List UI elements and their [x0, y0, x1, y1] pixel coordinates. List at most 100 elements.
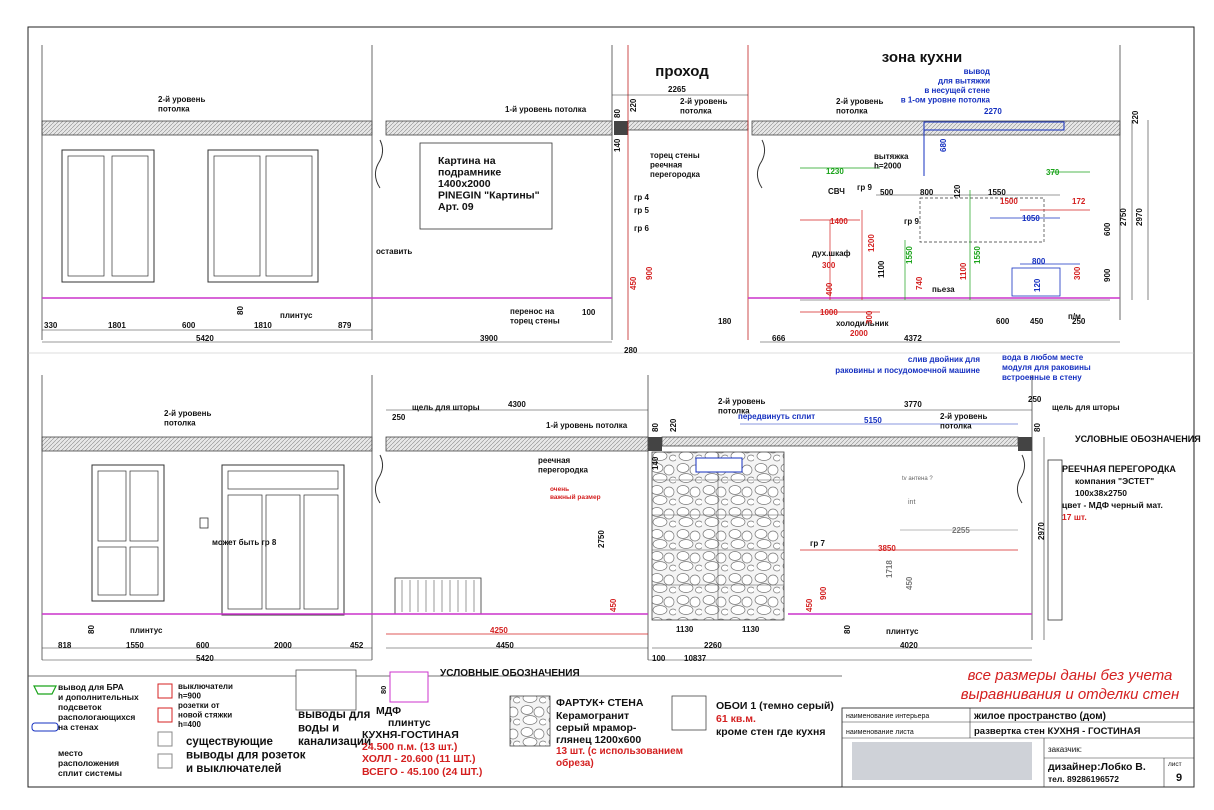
dimension-label: 80 [613, 109, 622, 118]
dimension-label: 1550 [905, 246, 914, 264]
label: гр 4 [634, 193, 649, 202]
label: ФАРТУК+ СТЕНА [556, 697, 644, 709]
dimension-label: 450 [805, 598, 814, 612]
dimension-label: 250 [1072, 317, 1086, 326]
dimension-label: 1810 [254, 321, 272, 330]
bra-icon [33, 685, 57, 695]
ceiling-band-4 [751, 120, 1121, 136]
dimension-label: 1500 [1000, 197, 1018, 206]
water-outlet-icon [295, 669, 357, 711]
dimension-label: 280 [624, 346, 638, 355]
title-block [841, 707, 1195, 788]
label: 1-й уровень потолка [546, 421, 628, 430]
bra-outlet-icon [199, 517, 209, 529]
mdf-plinth-swatch [389, 671, 429, 703]
dimension-label: 1130 [742, 625, 760, 634]
dimension-label: 1550 [126, 641, 144, 650]
sheet-frame [27, 26, 1195, 788]
dimension-label: 2970 [1135, 208, 1144, 226]
dimension-label: 180 [718, 317, 732, 326]
rack-partition-swatch [1047, 459, 1063, 621]
dimension-label: 80 [87, 625, 96, 634]
dimension-label: 3850 [878, 544, 896, 553]
label: ВСЕГО - 45.100 (24 ШТ.) [362, 766, 482, 778]
label: tv антена ? [902, 476, 933, 482]
label: 17 шт. [1062, 512, 1087, 522]
existing-switch-icon [157, 731, 173, 747]
dimension-label: 900 [819, 586, 828, 600]
dimension-label: 120 [1033, 278, 1042, 292]
dimension-label: 100 [582, 308, 596, 317]
label: 80 [379, 686, 388, 694]
dimension-label: 900 [645, 266, 654, 280]
ceiling-step [1018, 437, 1032, 451]
picture-frame [419, 142, 553, 230]
dimension-label: 4250 [490, 626, 508, 635]
label: гр 6 [634, 224, 649, 233]
split-unit [695, 457, 743, 473]
dimension-label: 120 [953, 184, 962, 198]
dimension-label: 4372 [904, 334, 922, 343]
label: 100х38х2750 [1075, 488, 1127, 498]
dimension-label: 818 [58, 641, 72, 650]
label: компания "ЭСТЕТ" [1075, 476, 1154, 486]
label: МДФ [376, 705, 401, 717]
ceiling-band-7 [661, 436, 1019, 447]
label: щель для шторы [1052, 403, 1120, 412]
dimension-label: 450 [609, 598, 618, 612]
dimension-label: 4300 [508, 400, 526, 409]
label: плинтус [130, 626, 163, 635]
dimension-label: 1000 [820, 308, 838, 317]
dimension-label: 300 [822, 261, 836, 270]
window-3 [91, 464, 165, 602]
label: наименование интерьера [846, 713, 929, 720]
dimension-label: 3900 [480, 334, 498, 343]
label: плинтус [886, 627, 919, 636]
dimension-label: 2270 [984, 107, 1002, 116]
dimension-label: 740 [915, 276, 924, 290]
dimension-label: 1050 [1022, 214, 1040, 223]
label: 24.500 п.м. (13 шт.) [362, 741, 457, 753]
legend-title-bottom: УСЛОВНЫЕ ОБОЗНАЧЕНИЯ [440, 668, 580, 679]
label: 1-й уровень потолка [505, 105, 587, 114]
curtain-icon [1016, 454, 1026, 504]
dimension-label: 5420 [196, 334, 214, 343]
dimension-label: 800 [920, 188, 934, 197]
dimension-label: 500 [880, 188, 894, 197]
ceiling-band-1 [41, 120, 373, 136]
label: лист [1168, 761, 1182, 768]
dimension-label: 80 [1033, 423, 1042, 432]
dimension-label: 370 [1046, 168, 1060, 177]
label: тел. 89286196572 [1048, 774, 1119, 784]
label: пьеза [932, 285, 955, 294]
dimension-label: 400 [825, 282, 834, 296]
dimension-label: 1100 [877, 260, 886, 278]
dimension-label: 450 [629, 276, 638, 290]
label: передвинуть сплит [738, 412, 815, 421]
dimension-label: 2970 [1037, 522, 1046, 540]
legend-title-right: УСЛОВНЫЕ ОБОЗНАЧЕНИЯ [1075, 434, 1201, 444]
wallpaper-swatch [671, 695, 707, 731]
label: холодильник [836, 319, 889, 328]
ceiling-step [648, 437, 662, 451]
dimension-label: 140 [613, 138, 622, 152]
existing-socket-icon [157, 753, 173, 769]
label: гр 9 [904, 217, 919, 226]
dimension-label: 172 [1072, 197, 1086, 206]
label: ХОЛЛ - 20.600 (11 ШТ.) [362, 753, 475, 765]
